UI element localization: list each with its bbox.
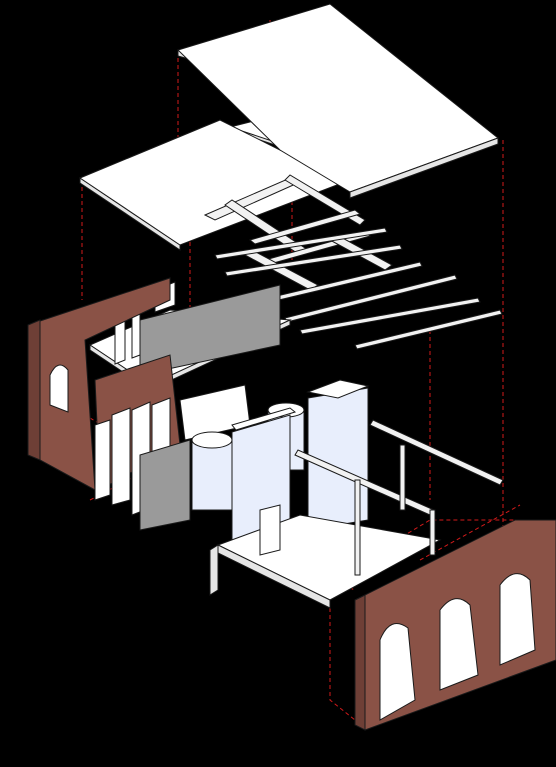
front-arcade-wall xyxy=(354,519,556,731)
steel-frame xyxy=(294,419,504,576)
ground-slab xyxy=(209,504,442,609)
roof-slab xyxy=(78,3,500,251)
purlins xyxy=(214,227,503,350)
roof-truss xyxy=(203,174,393,291)
